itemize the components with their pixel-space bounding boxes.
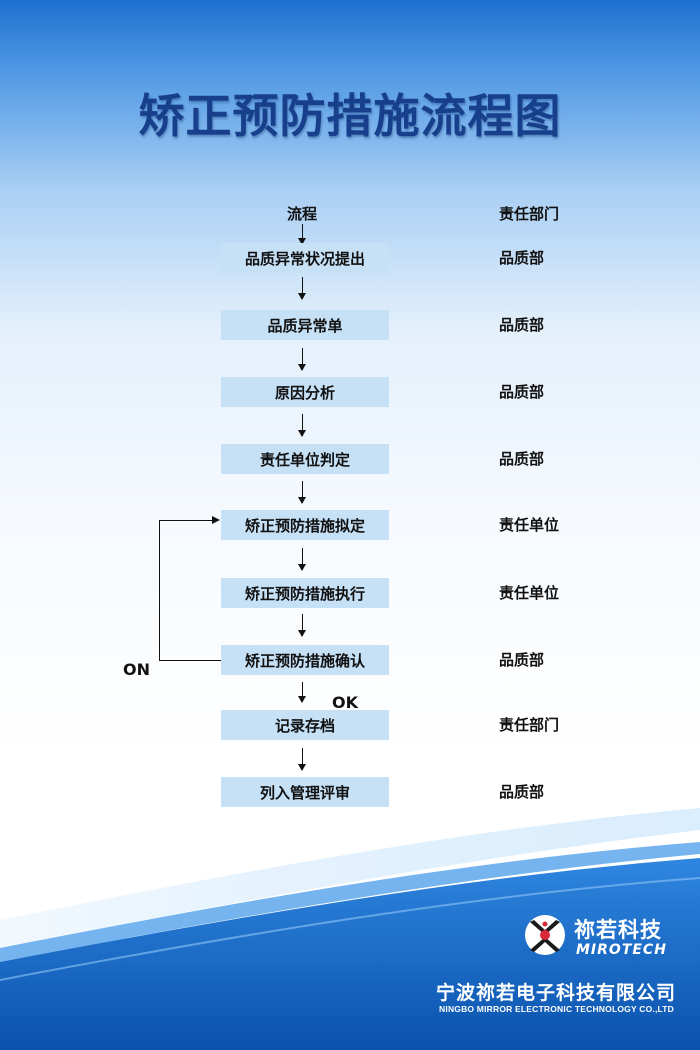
step-dept-7: 品质部 <box>499 651 545 669</box>
department-column-header: 责任部门 <box>499 205 560 223</box>
flow-arrow <box>298 348 306 371</box>
step-box-5: 矫正预防措施拟定 <box>221 510 389 540</box>
step-dept-4: 品质部 <box>499 450 545 468</box>
flow-arrow <box>298 224 306 245</box>
step-dept-1: 品质部 <box>499 249 545 267</box>
step-box-7: 矫正预防措施确认 <box>221 645 389 675</box>
loop-top-line <box>159 520 213 521</box>
step-dept-8: 责任部门 <box>499 716 560 734</box>
loop-vertical-line <box>159 520 160 661</box>
step-box-9: 列入管理评审 <box>221 777 389 807</box>
loop-bottom-line <box>159 660 221 661</box>
step-box-6: 矫正预防措施执行 <box>221 578 389 608</box>
flow-arrow <box>298 481 306 504</box>
flow-arrow <box>298 682 306 703</box>
step-dept-9: 品质部 <box>499 783 545 801</box>
logo-chinese-name: 祢若科技 <box>574 917 662 942</box>
step-dept-5: 责任单位 <box>499 516 560 534</box>
logo-english-name: MIROTECH <box>576 942 667 958</box>
flow-arrow <box>298 548 306 571</box>
loop-arrowhead <box>212 516 220 524</box>
ok-label: OK <box>332 693 358 712</box>
flow-arrow <box>298 614 306 637</box>
company-english-name: NINGBO MIRROR ELECTRONIC TECHNOLOGY CO.,… <box>439 1004 674 1014</box>
step-box-4: 责任单位判定 <box>221 444 389 474</box>
company-chinese-name: 宁波祢若电子科技有限公司 <box>435 982 676 1004</box>
loop-label: ON <box>123 660 150 679</box>
step-dept-3: 品质部 <box>499 383 545 401</box>
flow-arrow <box>298 748 306 771</box>
page-title: 矫正预防措施流程图 <box>138 89 562 143</box>
step-dept-6: 责任单位 <box>499 584 560 602</box>
step-box-1: 品质异常状况提出 <box>221 243 389 273</box>
flow-arrow <box>298 414 306 437</box>
step-dept-2: 品质部 <box>499 316 545 334</box>
flow-arrow <box>298 277 306 300</box>
step-box-3: 原因分析 <box>221 377 389 407</box>
step-box-2: 品质异常单 <box>221 310 389 340</box>
mirotech-logo-icon <box>525 915 565 955</box>
step-box-8: 记录存档 <box>221 710 389 740</box>
process-column-header: 流程 <box>287 205 318 223</box>
